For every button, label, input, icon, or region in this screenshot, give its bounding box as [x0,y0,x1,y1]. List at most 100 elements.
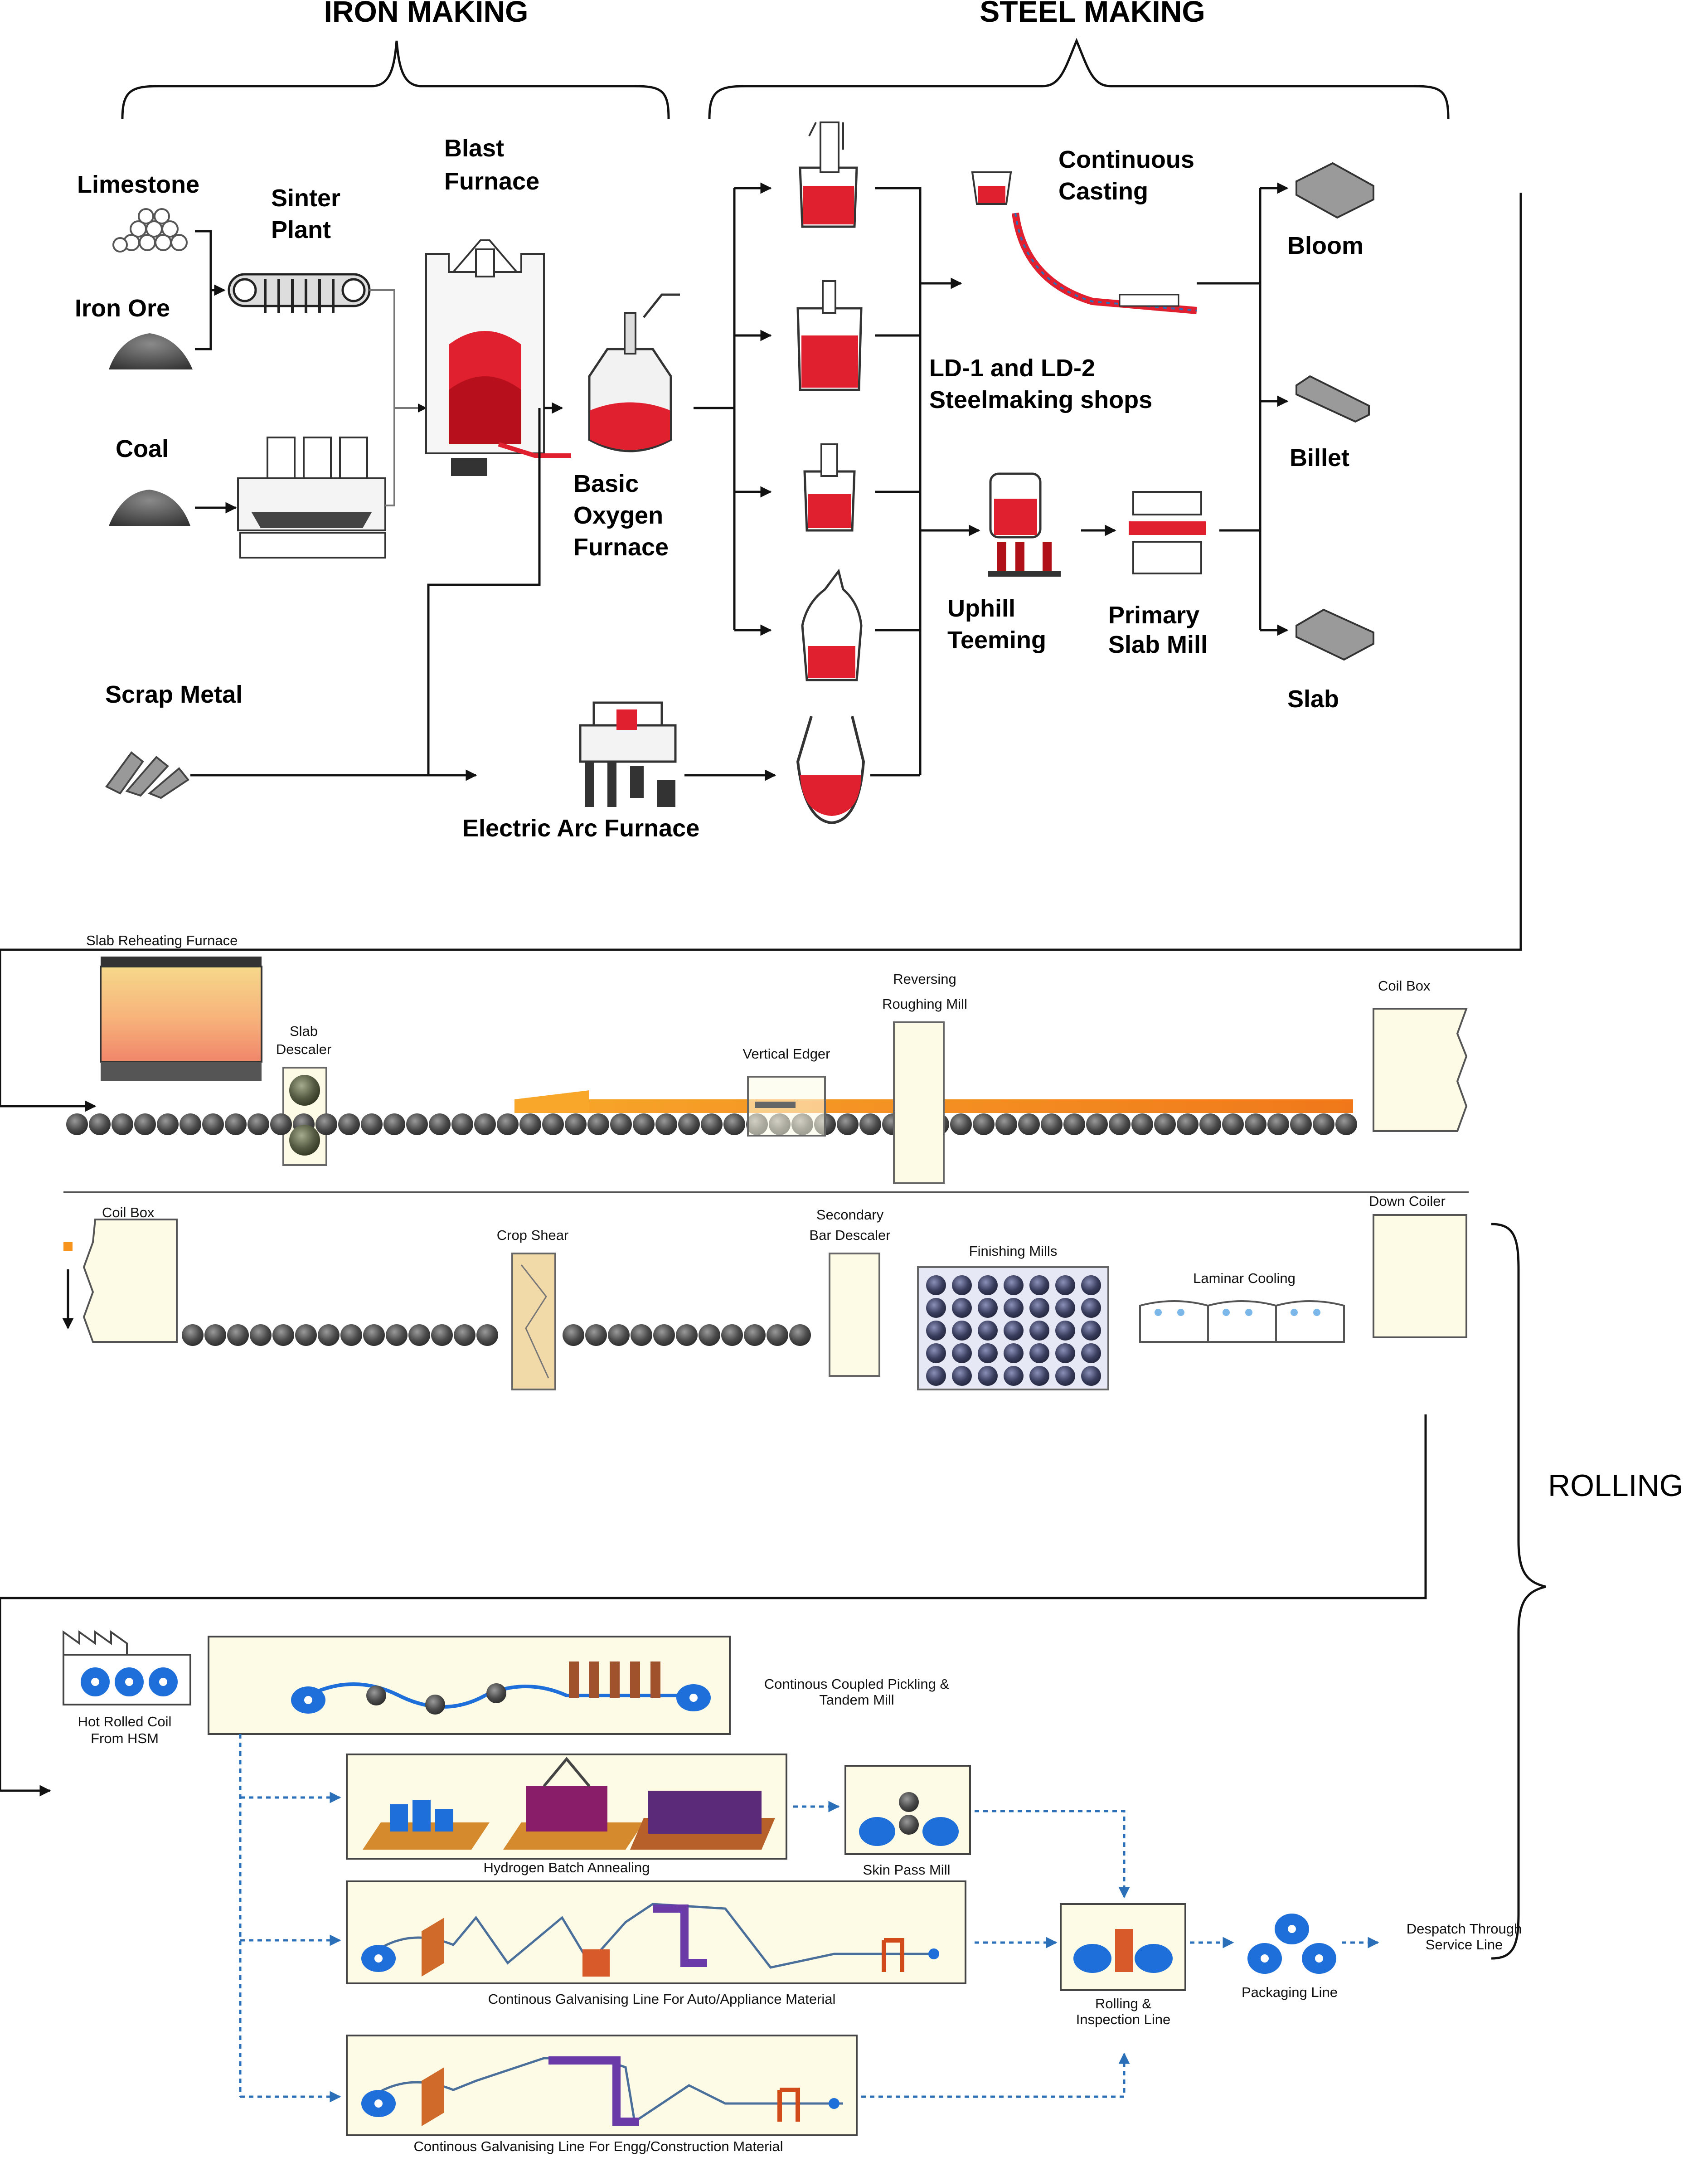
ld-shops-label-2: Steelmaking shops [929,386,1152,413]
rolling-section: ROLLING [1491,1223,1684,1960]
roller [563,1324,584,1346]
roller [89,1113,111,1135]
steel-making-section: STEEL MAKING [708,0,1450,119]
roller [723,1113,745,1135]
roller [1109,1113,1131,1135]
roller [608,1324,630,1346]
roller [859,1113,881,1135]
bof-label-3: Furnace [573,534,669,561]
roller [270,1113,292,1135]
finishing-roll [926,1275,946,1295]
scrap-metal-node: Scrap Metal [105,681,243,799]
descaler-roll [289,1125,320,1156]
finishing-roll [1081,1321,1101,1341]
roller [225,1113,247,1135]
scrap-metal-icon [105,751,189,799]
bof-node: Basic Oxygen Furnace [573,293,680,561]
skin-pass-mill-node: Skin Pass Mill [844,1765,971,1878]
roller [474,1113,496,1135]
finishing-roll [926,1343,946,1363]
roller [408,1324,430,1346]
roller [542,1113,564,1135]
roller [318,1324,340,1346]
continuous-casting-label-2: Casting [1058,178,1148,205]
finishing-roll [1055,1298,1075,1318]
blast-furnace-label-1: Blast [444,135,504,162]
roller [361,1113,383,1135]
ld-shops-label-1: LD-1 and LD-2 [929,355,1095,382]
blast-furnace-icon [425,239,571,476]
continuous-casting-label-1: Continuous [1058,146,1194,173]
hot-slab-taper [514,1090,589,1113]
iron-ore-pile-icon [109,333,193,369]
roller [1245,1113,1266,1135]
pickling-tandem-label-2: Tandem Mill [819,1692,894,1708]
blast-furnace-node: Blast Furnace [425,135,571,476]
roller [565,1113,587,1135]
finishing-roll [1004,1321,1024,1341]
slab-reheating-furnace-node: Slab Reheating Furnace [86,933,262,1081]
roller [1041,1113,1063,1135]
finishing-roll [952,1366,972,1386]
finishing-roll [1081,1343,1101,1363]
hot-rolled-coil-node: Hot Rolled Coil From HSM [63,1630,191,1746]
slab-reheating-furnace-label: Slab Reheating Furnace [86,933,238,948]
finishing-roll [978,1298,998,1318]
ladle-4-icon [801,568,863,681]
iron-making-section: IRON MAKING [121,0,670,119]
roller [386,1324,408,1346]
finishing-roll [926,1321,946,1341]
finishing-roll [1029,1275,1049,1295]
coil-box-1-icon [1373,1008,1468,1132]
coal-pile-icon [109,490,190,526]
secondary-bar-descaler-node: Secondary Bar Descaler [809,1207,891,1377]
packaging-line-label: Packaging Line [1242,1984,1338,2000]
billet-icon [1296,375,1370,423]
hot-rolled-coil-label-1: Hot Rolled Coil [78,1714,172,1729]
roller [112,1113,133,1135]
reversing-roughing-mill-node: Reversing Roughing Mill [882,971,967,1184]
roller [633,1113,655,1135]
roller [699,1324,720,1346]
sinter-plant-label-1: Sinter [271,185,340,212]
products-collector-line [1197,188,1262,630]
rolling-title: ROLLING [1548,1468,1684,1503]
finishing-roll [1081,1298,1101,1318]
roller [340,1324,362,1346]
scrap-to-bof-line [427,408,541,775]
roller [295,1324,317,1346]
crop-shear-icon [511,1253,556,1390]
steel-to-hsm-connector [0,193,1522,1112]
roller [631,1324,652,1346]
finishing-roll [1055,1275,1075,1295]
hydrogen-batch-annealing-label: Hydrogen Batch Annealing [483,1860,650,1875]
finishing-roll [952,1321,972,1341]
laminar-cooling-label: Laminar Cooling [1193,1270,1296,1286]
roller [1063,1113,1085,1135]
coke-to-blast-line [385,408,395,506]
laminar-cooling-icon [1139,1300,1345,1343]
roller [1131,1113,1153,1135]
down-coiler-icon [1373,1214,1467,1338]
roller [1154,1113,1176,1135]
roller [1199,1113,1221,1135]
steel-making-title: STEEL MAKING [980,0,1205,28]
roller [610,1113,632,1135]
finishing-roll [1029,1298,1049,1318]
packaging-coils-icon [1247,1914,1336,1974]
down-coiler-node: Down Coiler [1369,1193,1467,1338]
down-coiler-label: Down Coiler [1369,1193,1446,1209]
laminar-cooling-node: Laminar Cooling [1139,1270,1345,1343]
roller [182,1324,204,1346]
coal-label: Coal [116,435,169,462]
slab-descaler-label-2: Descaler [276,1041,331,1057]
ladle-2-icon [796,280,863,391]
roller [1086,1113,1108,1135]
finishing-roll [1004,1343,1024,1363]
roller [247,1113,269,1135]
primary-slab-mill-label-1: Primary [1108,602,1199,629]
galv-engg-to-inspection-line [861,2052,1130,2098]
ladles-collector-line [870,187,922,777]
reversing-roughing-mill-frame [893,1021,945,1184]
